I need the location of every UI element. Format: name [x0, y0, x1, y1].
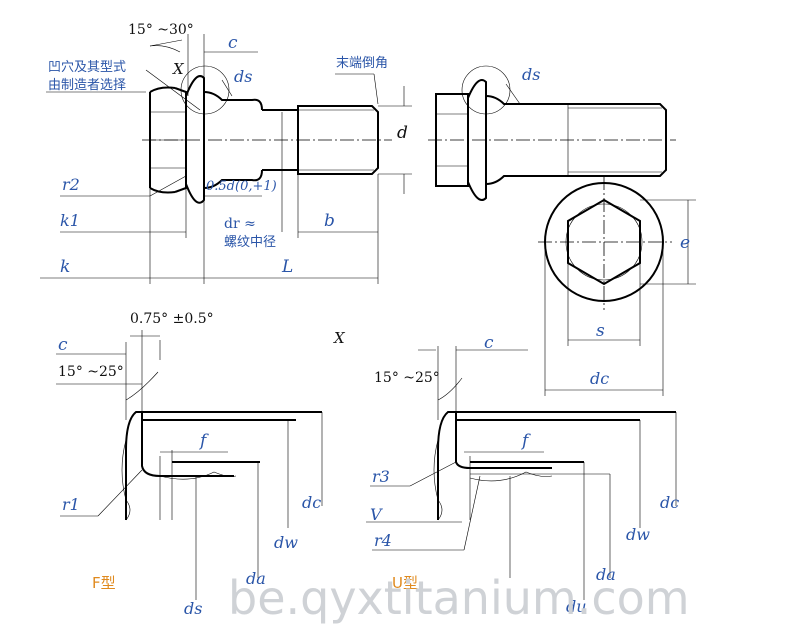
e-label: e — [680, 233, 690, 253]
angle-f2-label: 15° ~25° — [58, 364, 124, 380]
k-label: k — [60, 257, 70, 277]
bolt-side-view-2 — [428, 65, 676, 201]
dw-u-label: dw — [626, 525, 650, 544]
ds-label-1: ds — [234, 67, 252, 86]
x-mid-label: X — [333, 329, 346, 347]
f-type-label: F型 — [92, 574, 116, 592]
r1-label: r1 — [62, 495, 80, 514]
angle-top-label: 15° ~30° — [128, 22, 194, 38]
v-label: V — [370, 505, 383, 524]
dc-u-label: dc — [660, 493, 679, 512]
bolt-side-view — [40, 34, 412, 284]
angle-f-label: 0.75° ±0.5° — [130, 311, 214, 327]
da-u-label: da — [596, 565, 616, 584]
note-recess-line1: 凹穴及其型式 — [48, 60, 126, 75]
dr-line2: 螺纹中径 — [224, 235, 276, 250]
ds-label-2: ds — [522, 65, 540, 84]
half-d-label: 0.5d(0,+1) — [206, 179, 277, 194]
f-f-label: f — [198, 431, 209, 451]
dr-line1: dr ≈ — [224, 216, 256, 232]
dc-top-label: dc — [590, 369, 609, 388]
r4-label: r4 — [374, 531, 392, 550]
f-u-label: f — [520, 431, 531, 451]
dc-f-label: dc — [302, 493, 321, 512]
f-type-detail — [56, 330, 323, 600]
ds-f-label: ds — [184, 599, 202, 618]
note-end-chamfer: 末端倒角 — [336, 56, 388, 71]
dw-f-label: dw — [274, 533, 298, 552]
u-type-label: U型 — [392, 574, 418, 592]
x-top-label: X — [172, 60, 185, 78]
da-f-label: da — [246, 569, 266, 588]
c-top-label: c — [228, 33, 238, 53]
u-type-detail — [366, 346, 677, 600]
bolt-end-view — [538, 176, 696, 396]
watermark: be.qyxtitanium.com — [228, 571, 690, 625]
r2-label: r2 — [62, 175, 80, 194]
s-label: s — [596, 321, 605, 341]
d-label: d — [397, 123, 408, 143]
note-recess-line2: 由制造者选择 — [48, 78, 126, 93]
L-label: L — [281, 257, 293, 277]
c-f-label: c — [58, 335, 68, 355]
du-u-label: du — [566, 597, 587, 616]
r3-label: r3 — [372, 467, 390, 486]
b-label: b — [324, 211, 335, 231]
c-u-label: c — [484, 333, 494, 353]
angle-u-label: 15° ~25° — [374, 370, 440, 386]
k1-label: k1 — [60, 211, 80, 230]
